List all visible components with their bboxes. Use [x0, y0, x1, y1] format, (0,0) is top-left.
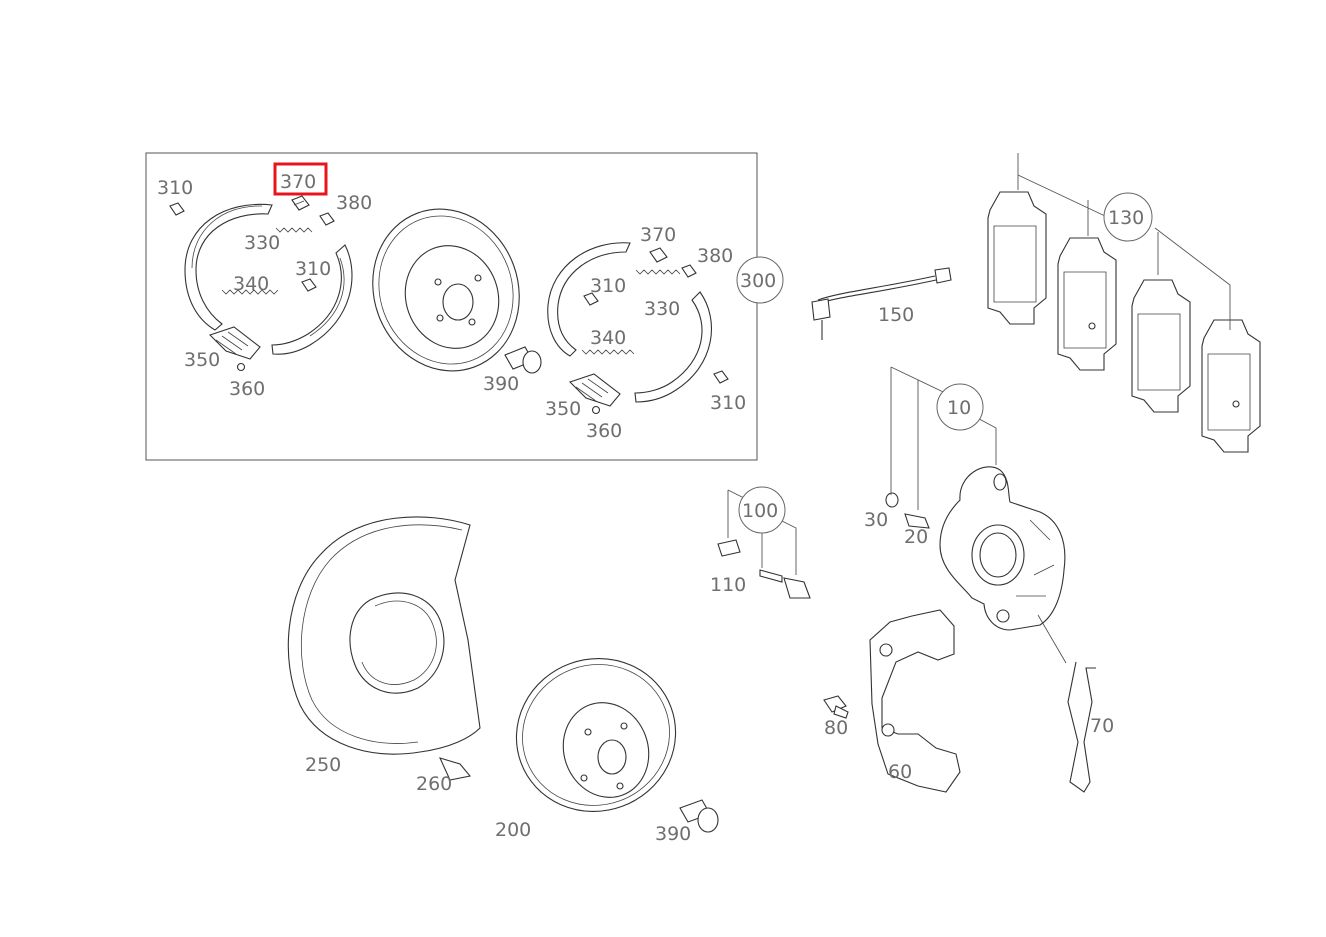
callout-label: 380 — [336, 192, 372, 214]
part-370-right[interactable] — [649, 247, 668, 263]
highlight-box — [273, 162, 328, 196]
callout-label-highlighted[interactable]: 370 — [280, 171, 316, 193]
callout-label: 250 — [305, 754, 341, 776]
callout-label: 200 — [495, 819, 531, 841]
callout-label: 340 — [590, 327, 626, 349]
callout-label: 60 — [888, 761, 912, 783]
callout-label: 130 — [1108, 207, 1144, 229]
callout-label: 340 — [233, 273, 269, 295]
bolt-260[interactable] — [438, 757, 472, 781]
callout-bubble — [1103, 192, 1153, 242]
callout-label: 310 — [157, 177, 193, 199]
callout-bubble — [736, 256, 784, 304]
callout-label: 310 — [590, 275, 626, 297]
callout-labels: 310 370 380 330 310 340 350 360 370 380 … — [157, 162, 1153, 845]
caliper-10[interactable] — [939, 466, 1067, 664]
callout-label: 310 — [710, 392, 746, 414]
callout-label: 330 — [244, 232, 280, 254]
callout-label: 300 — [740, 270, 776, 292]
cap-30[interactable] — [885, 492, 899, 508]
callout-label: 310 — [295, 258, 331, 280]
pin-310-right-lower[interactable] — [713, 370, 729, 384]
callout-label: 100 — [742, 500, 778, 522]
brake-shoe-set-right[interactable] — [547, 242, 712, 415]
callout-label: 390 — [655, 823, 691, 845]
part-380-right[interactable] — [681, 264, 697, 278]
callout-label: 10 — [947, 397, 971, 419]
pin-310-left-inner[interactable] — [301, 278, 317, 292]
callout-label: 260 — [416, 773, 452, 795]
splash-shield-250[interactable] — [287, 516, 481, 755]
guide-kit-100[interactable] — [717, 539, 811, 599]
callout-label: 150 — [878, 304, 914, 326]
pin-310-right[interactable] — [583, 292, 599, 306]
screw-390-lower[interactable] — [679, 799, 719, 833]
callout-label: 330 — [644, 298, 680, 320]
brake-drum-disc[interactable] — [350, 188, 541, 391]
callout-label: 30 — [864, 509, 888, 531]
callout-label: 390 — [483, 373, 519, 395]
callout-label: 360 — [229, 378, 265, 400]
screw-390-upper[interactable] — [504, 346, 542, 374]
pin-310-left[interactable] — [169, 202, 185, 216]
brake-pads-130[interactable] — [987, 191, 1261, 453]
wear-sensor-150[interactable] — [811, 267, 952, 340]
callout-label: 20 — [904, 526, 928, 548]
callout-label: 350 — [184, 349, 220, 371]
callout-label: 370 — [640, 224, 676, 246]
callout-bubble — [936, 383, 984, 431]
brake-disc-200[interactable] — [495, 636, 697, 834]
callout-label: 80 — [824, 717, 848, 739]
part-380-left[interactable] — [319, 212, 335, 226]
callout-bubble — [738, 486, 786, 534]
callout-label: 360 — [586, 420, 622, 442]
callout-label: 110 — [710, 574, 746, 596]
bolt-80[interactable] — [823, 695, 849, 719]
part-370-left[interactable] — [291, 195, 310, 211]
leader-lines — [727, 153, 1231, 575]
guide-pin-20[interactable] — [904, 513, 930, 529]
brake-shoe-set-left[interactable] — [184, 203, 353, 372]
caliper-carrier-60[interactable] — [869, 609, 961, 793]
callout-label: 70 — [1090, 715, 1114, 737]
parking-brake-group-frame — [145, 152, 758, 461]
anti-rattle-spring-70[interactable] — [1067, 661, 1096, 793]
callout-label: 350 — [545, 398, 581, 420]
callout-label: 380 — [697, 245, 733, 267]
